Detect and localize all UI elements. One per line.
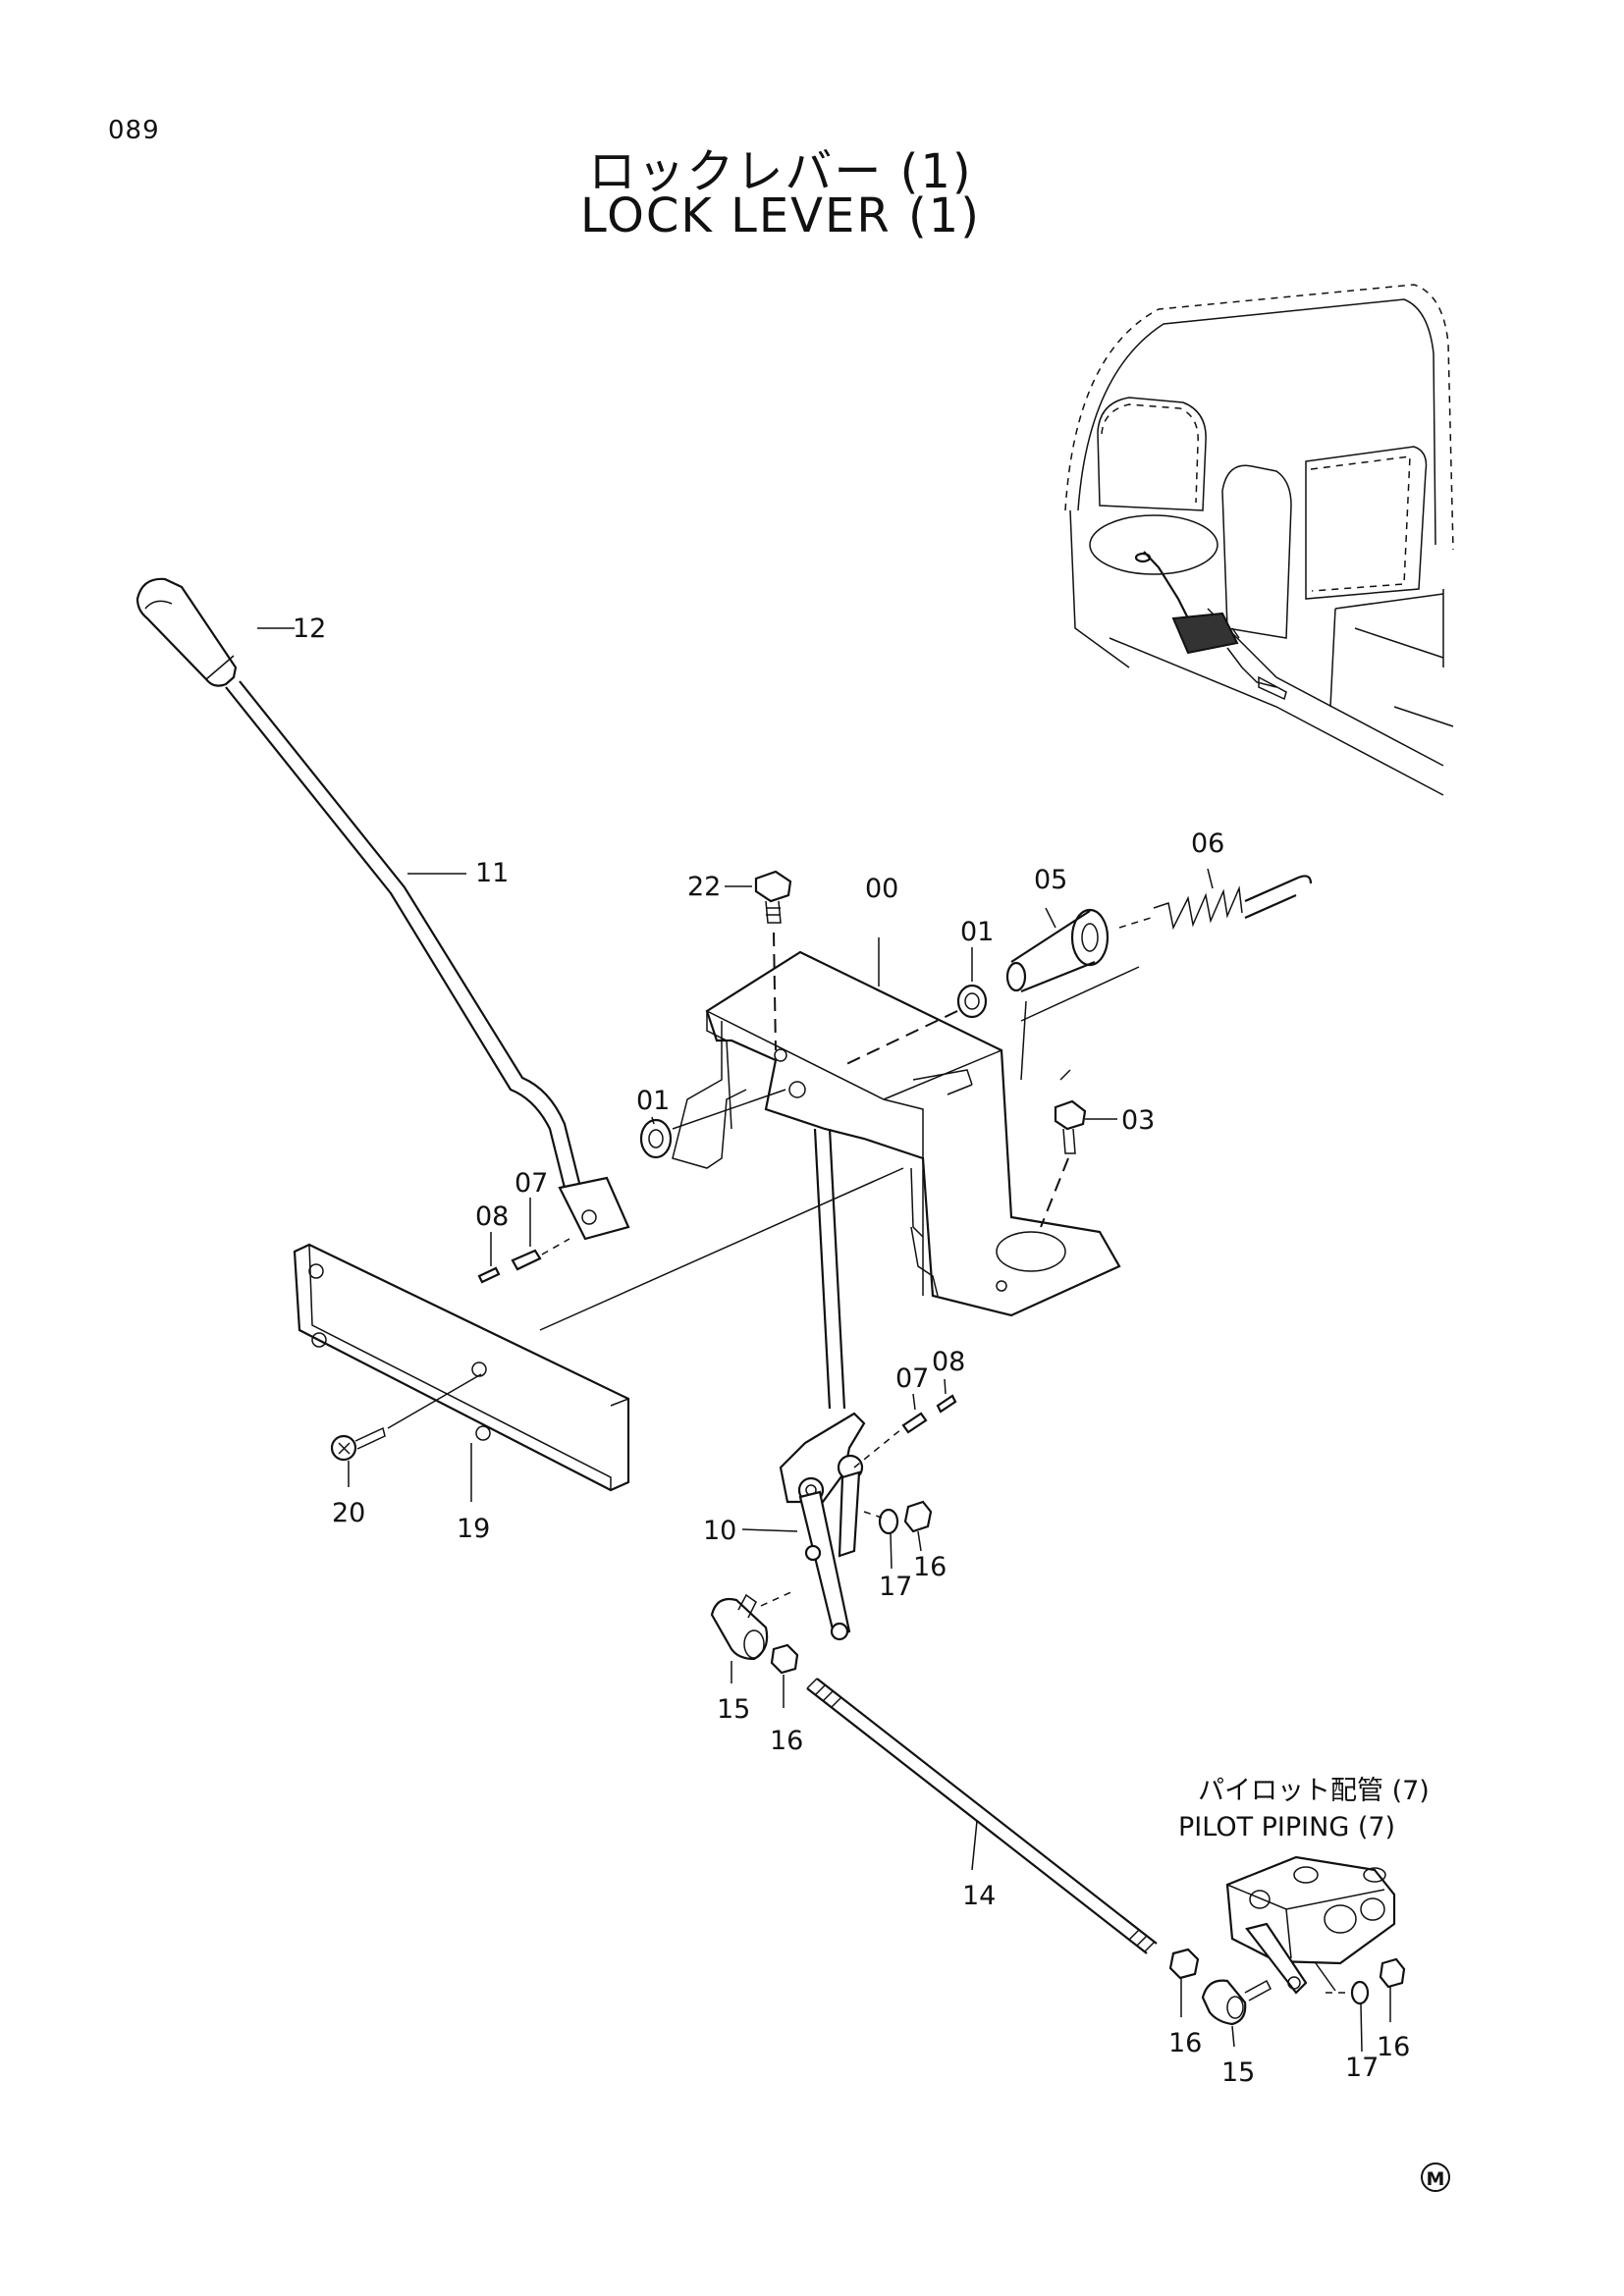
part-label-16-upper: 16 (913, 1552, 947, 1582)
bolt-03 (1054, 1099, 1087, 1154)
nut-16-lower-left (1168, 1948, 1200, 1980)
page-number: 089 (108, 116, 160, 145)
lock-bracket (672, 950, 1121, 1317)
part-label-16-lower-left: 16 (1168, 2028, 1202, 2058)
part-label-17-lower: 17 (1345, 2053, 1379, 2083)
title-english: LOCK LEVER (1) (580, 188, 981, 243)
part-label-06: 06 (1191, 828, 1224, 859)
nut-16-mid (770, 1643, 799, 1675)
part-label-01-lower: 01 (636, 1086, 670, 1116)
part-label-22: 22 (687, 872, 721, 902)
lever-10 (779, 1412, 866, 1641)
bushing-01-upper (956, 984, 988, 1019)
part-label-07-upper: 07 (514, 1168, 548, 1199)
ball-joint-15-upper (710, 1593, 769, 1661)
part-label-08-lower: 08 (932, 1347, 965, 1377)
screw-20 (330, 1426, 386, 1462)
part-label-03: 03 (1121, 1105, 1155, 1136)
part-label-12: 12 (293, 614, 326, 644)
part-label-11: 11 (475, 858, 509, 888)
pilot-piping-caption-jp: パイロット配管 (7) (1198, 1776, 1430, 1806)
part-label-10: 10 (703, 1516, 736, 1546)
rod-14 (806, 1678, 1158, 1954)
part-label-07-lower: 07 (895, 1363, 929, 1394)
lock-pin-05 (1005, 908, 1110, 993)
part-label-17-upper: 17 (879, 1572, 912, 1602)
title-japanese: ロックレバー (1) (588, 144, 973, 199)
pin-08-upper (477, 1266, 501, 1284)
lever-grip (135, 577, 238, 687)
nut-16-upper (903, 1500, 933, 1533)
part-label-01-upper: 01 (960, 917, 994, 947)
pin-08-lower (936, 1394, 957, 1414)
part-label-15-lower: 15 (1221, 2057, 1255, 2088)
part-label-20: 20 (332, 1498, 365, 1528)
part-label-08-upper: 08 (475, 1201, 509, 1232)
washer-17-upper (878, 1508, 899, 1535)
cab-inset-drawing (1064, 284, 1454, 796)
part-label-16-lower-right: 16 (1377, 2032, 1410, 2062)
part-label-15-upper: 15 (717, 1694, 750, 1725)
part-label-05: 05 (1034, 865, 1067, 895)
circled-m-letter: M (1427, 2168, 1445, 2190)
bolt-22 (754, 870, 792, 924)
lever-rod (225, 680, 630, 1241)
nut-16-lower-right (1379, 1957, 1406, 1989)
part-label-19: 19 (457, 1514, 490, 1544)
part-label-14: 14 (962, 1881, 996, 1911)
part-label-00: 00 (865, 874, 898, 904)
pin-07-lower (901, 1412, 928, 1434)
circled-m-mark: M (1421, 2163, 1450, 2192)
spring-06 (1153, 875, 1313, 931)
bushing-01-lower (639, 1118, 673, 1159)
plate-19 (293, 1243, 630, 1492)
pilot-piping-caption-en: PILOT PIPING (7) (1178, 1812, 1395, 1842)
part-label-16-mid: 16 (770, 1726, 803, 1756)
ball-joint-15-lower (1201, 1979, 1272, 2026)
pin-07-upper (511, 1249, 542, 1271)
pilot-valve-block (1225, 1855, 1396, 1995)
washer-17-lower (1350, 1980, 1370, 2005)
